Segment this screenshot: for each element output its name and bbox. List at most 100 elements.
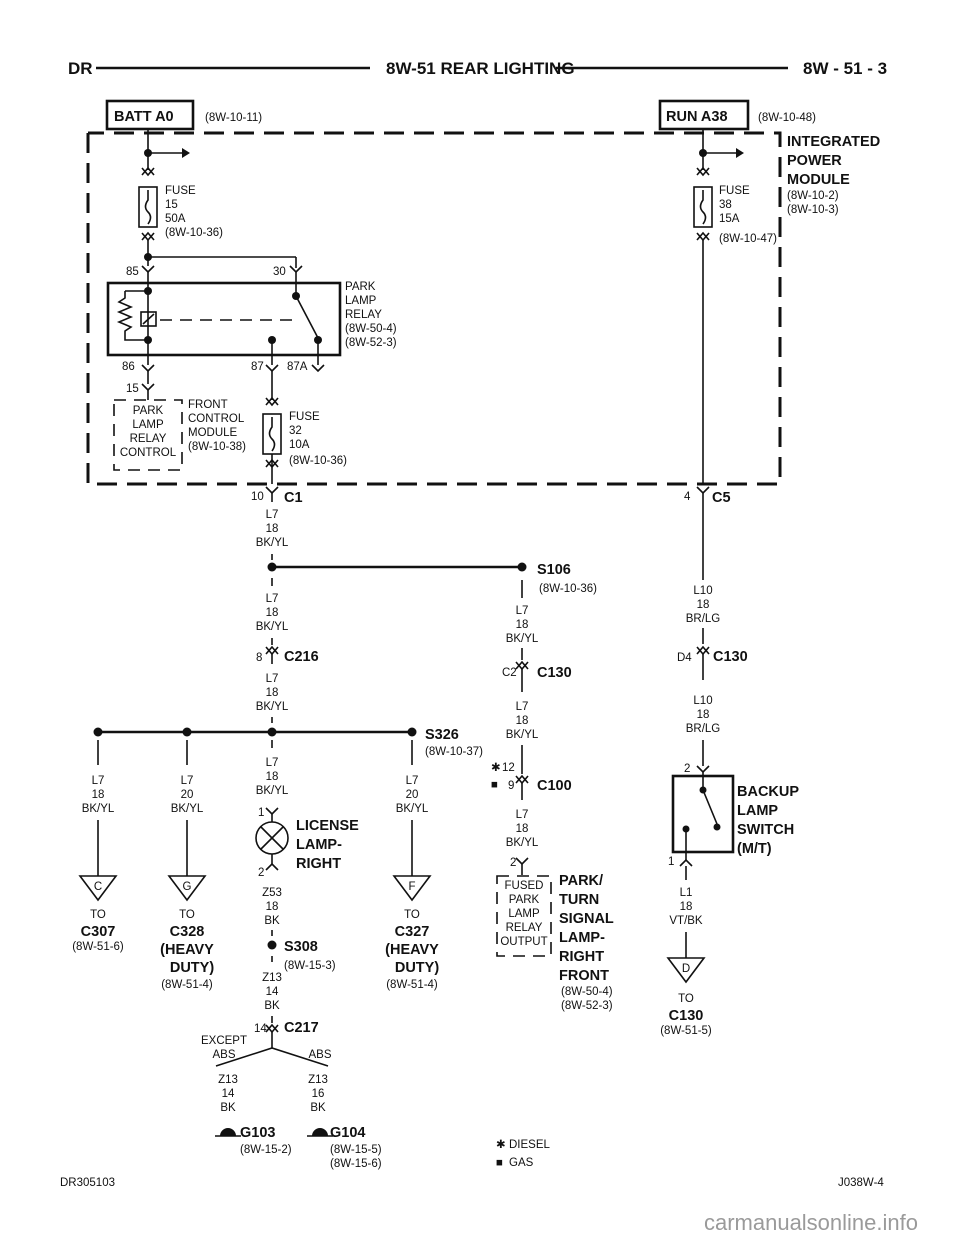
c5-name: C5 <box>712 490 731 506</box>
fuse32-l2: 32 <box>289 425 302 437</box>
w12-l1: L10 <box>693 695 712 707</box>
relay-label-2: LAMP <box>345 295 377 307</box>
s106-name: S106 <box>537 562 571 578</box>
run-source: RUN A38 (8W-10-48) <box>658 99 816 131</box>
w3-l1: L7 <box>266 673 279 685</box>
legend-diesel: DIESEL <box>509 1139 551 1151</box>
pt-label-1: PARK/ <box>559 873 603 889</box>
c100-gas-sym: ■ <box>491 779 498 791</box>
g104-ref-2: (8W-15-6) <box>330 1158 382 1170</box>
w2-l1: L7 <box>266 593 279 605</box>
offpage-d-ref: (8W-51-5) <box>660 1025 712 1037</box>
offpage-c327: F TO C327 (HEAVY DUTY) (8W-51-4) <box>385 875 439 991</box>
pt-label-2: TURN <box>559 892 599 908</box>
w7a-l1: L7 <box>92 775 105 787</box>
relay-pin-85: 85 <box>126 266 139 278</box>
s326-ref: (8W-10-37) <box>425 746 483 758</box>
footer-left: DR305103 <box>60 1177 115 1189</box>
w1-l1: L7 <box>266 509 279 521</box>
w7-l2: 20 <box>181 789 194 801</box>
pt-box-1: FUSED <box>505 880 544 892</box>
w6-l1: L7 <box>516 809 529 821</box>
offpage-g-name: C328 <box>170 924 205 940</box>
fcm-pin: 15 <box>126 383 139 395</box>
w4-l1: L7 <box>516 605 529 617</box>
w1-l2: 18 <box>266 523 279 535</box>
park-turn-lamp: 2 FUSED PARK LAMP RELAY OUTPUT PARK/ TUR… <box>496 857 614 1012</box>
license-label-2: LAMP- <box>296 837 342 853</box>
w6-l2: 18 <box>516 823 529 835</box>
fcm-box-4: CONTROL <box>120 447 177 459</box>
fuse38-l2: 38 <box>719 199 732 211</box>
connector-c130-d4: D4 C130 <box>677 646 748 680</box>
footer-right: J038W-4 <box>838 1177 884 1189</box>
offpage-f-ref: (8W-51-4) <box>386 979 438 991</box>
fcm-box-1: PARK <box>133 405 164 417</box>
connector-c216: 8 C216 <box>256 646 319 665</box>
w14-l1: Z13 <box>262 972 282 984</box>
fuse38-l4: (8W-10-47) <box>719 233 777 245</box>
pt-box-2: PARK <box>509 894 540 906</box>
park-lamp-relay: 85 30 86 87 87A PARK LAMP RELAY (8W-50-4… <box>106 265 397 373</box>
w4-l3: BK/YL <box>506 633 539 645</box>
watermark: carmanualsonline.info <box>704 1210 918 1235</box>
c216-pin: 8 <box>256 652 262 664</box>
offpage-g-to: TO <box>179 909 195 921</box>
legend-gas-sym: ■ <box>496 1157 503 1169</box>
w7-l1: L7 <box>181 775 194 787</box>
fcm-label-4: (8W-10-38) <box>188 441 246 453</box>
fuse32-l1: FUSE <box>289 411 320 423</box>
offpage-c-to: TO <box>90 909 106 921</box>
abs-label: ABS <box>308 1049 331 1061</box>
w11-l3: BR/LG <box>686 613 721 625</box>
fuse32-l4: (8W-10-36) <box>289 455 347 467</box>
c217-pin: 14 <box>254 1023 267 1035</box>
ipm-title-1: INTEGRATED <box>787 134 880 150</box>
ground-g103: G103 (8W-15-2) <box>215 1125 292 1156</box>
w9-l2: 20 <box>406 789 419 801</box>
w8-l3: BK/YL <box>256 785 289 797</box>
offpage-d-to: TO <box>678 993 694 1005</box>
w5-l2: 18 <box>516 715 529 727</box>
s326-name: S326 <box>425 727 459 743</box>
offpage-f-extra-2: DUTY) <box>395 960 439 976</box>
c5-pin: 4 <box>684 491 691 503</box>
c1-pin: 10 <box>251 491 264 503</box>
legend-diesel-sym: ✱ <box>496 1139 506 1151</box>
w13-l1: Z53 <box>262 887 282 899</box>
except-abs-2: ABS <box>212 1049 235 1061</box>
fuse32-l3: 10A <box>289 439 310 451</box>
backup-lamp-switch: 2 1 BACKUP LAMP SWITCH (M/T) <box>668 763 799 868</box>
g104-name: G104 <box>330 1125 365 1141</box>
offpage-d-name: C130 <box>669 1008 704 1024</box>
fcm-label-3: MODULE <box>188 427 238 439</box>
fcm-label-2: CONTROL <box>188 413 245 425</box>
c217-name: C217 <box>284 1020 319 1036</box>
batt-ref: (8W-10-11) <box>205 112 262 124</box>
ipm-title-2: POWER <box>787 153 842 169</box>
front-control-module: 15 PARK LAMP RELAY CONTROL FRONT CONTROL… <box>113 371 246 471</box>
fuse-15: FUSE 15 50A (8W-10-36) <box>138 129 223 266</box>
offpage-g-extra-1: (HEAVY <box>160 942 214 958</box>
fuse38-l1: FUSE <box>719 185 750 197</box>
backup-pin1: 1 <box>668 856 674 868</box>
license-label-3: RIGHT <box>296 856 341 872</box>
license-lamp: 1 2 LICENSE LAMP- RIGHT <box>255 807 359 879</box>
license-label-1: LICENSE <box>296 818 359 834</box>
backup-label-1: BACKUP <box>737 784 799 800</box>
w6-l3: BK/YL <box>506 837 539 849</box>
w14-l2: 14 <box>266 986 279 998</box>
legend-gas: GAS <box>509 1157 534 1169</box>
offpage-g-ref: (8W-51-4) <box>161 979 213 991</box>
g104-ref-1: (8W-15-5) <box>330 1144 382 1156</box>
except-abs-1: EXCEPT <box>201 1035 247 1047</box>
w15-l3: BK <box>220 1102 236 1114</box>
relay-pin-30: 30 <box>273 266 286 278</box>
fuse-38: FUSE 38 15A (8W-10-47) <box>693 129 777 485</box>
c130a-pin: C2 <box>502 667 517 679</box>
connector-c130-c2: C2 C130 <box>502 661 572 692</box>
c100-pin: 9 <box>508 780 514 792</box>
g103-name: G103 <box>240 1125 275 1141</box>
header: DR 8W-51 REAR LIGHTING 8W - 51 - 3 <box>68 59 887 78</box>
